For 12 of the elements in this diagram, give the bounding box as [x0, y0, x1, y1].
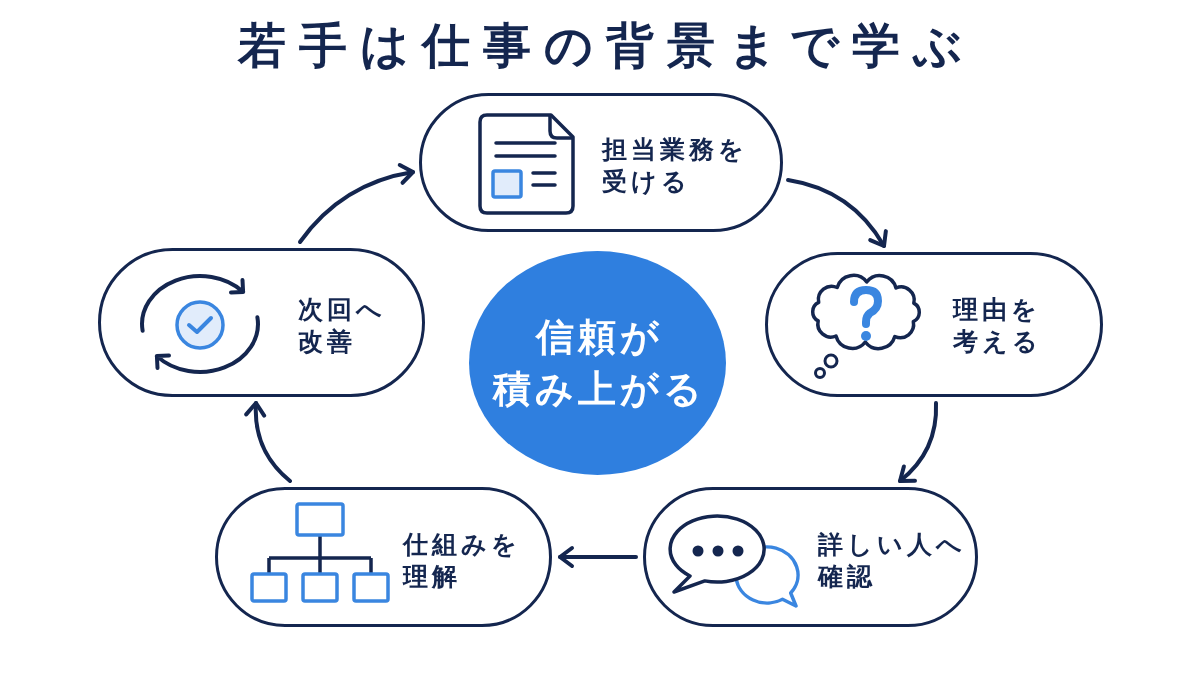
arrow [786, 178, 888, 248]
arrow [558, 546, 638, 568]
arrow [898, 401, 939, 483]
arrow [244, 401, 292, 483]
center-label: 信頼が積み上がる [493, 314, 706, 413]
title: 若手は仕事の背景まで学ぶ [238, 17, 975, 73]
step-label: 次回へ改善 [298, 294, 386, 358]
step-label: 理由を考える [953, 294, 1042, 358]
arrow [298, 163, 415, 244]
step-label: 詳しい人へ確認 [818, 529, 966, 593]
step-label: 担当業務を受ける [602, 134, 748, 198]
step-label: 仕組みを理解 [403, 529, 521, 593]
